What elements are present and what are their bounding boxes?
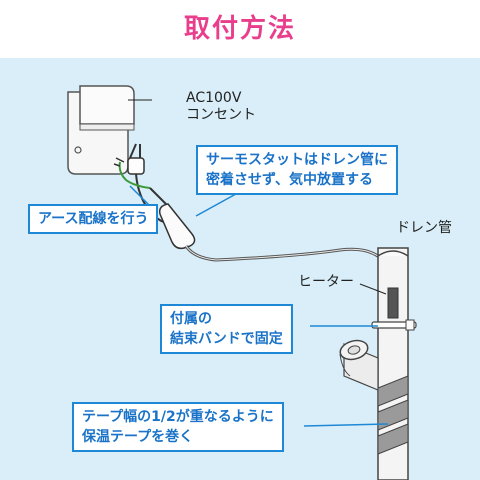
- callout-thermostat: サーモスタットはドレン管に 密着させず、気中放置する: [196, 145, 398, 195]
- heater-label: ヒーター: [298, 274, 354, 290]
- diagram-panel: AC100V コンセント ドレン管 ヒーター サーモスタットはドレン管に 密着さ…: [0, 58, 480, 480]
- binding-band-icon: [371, 319, 417, 331]
- callout-thermostat-line1: サーモスタットはドレン管に: [206, 152, 388, 168]
- callout-thermostat-line2: 密着させず、気中放置する: [206, 172, 374, 188]
- outlet-label-ac: AC100V: [186, 90, 242, 106]
- callout-tape: テープ幅の1/2が重なるように 保温テープを巻く: [72, 402, 284, 452]
- insulation-tape-icon: [377, 375, 409, 455]
- callout-earth-text: アース配線を行う: [38, 211, 149, 227]
- drain-pipe-label: ドレン管: [396, 220, 452, 236]
- thermostat-icon: [158, 203, 196, 250]
- heater-icon: [387, 287, 399, 319]
- callout-tape-line1: テープ幅の1/2が重なるように: [82, 409, 274, 425]
- outlet-icon: [67, 85, 152, 175]
- outlet-label: コンセント: [186, 107, 256, 123]
- heater-leader: [359, 283, 387, 295]
- callout-band-line2: 結束バンドで固定: [170, 331, 283, 347]
- tape-roll-icon: [339, 339, 379, 391]
- callout-band: 付属の 結束バンドで固定: [160, 304, 293, 354]
- callout-tape-line2: 保温テープを巻く: [82, 429, 194, 445]
- callout-band-line1: 付属の: [170, 311, 212, 327]
- earth-wire-icon: [113, 157, 151, 189]
- page-title: 取付方法: [183, 14, 296, 44]
- callout-earth: アース配線を行う: [28, 204, 159, 234]
